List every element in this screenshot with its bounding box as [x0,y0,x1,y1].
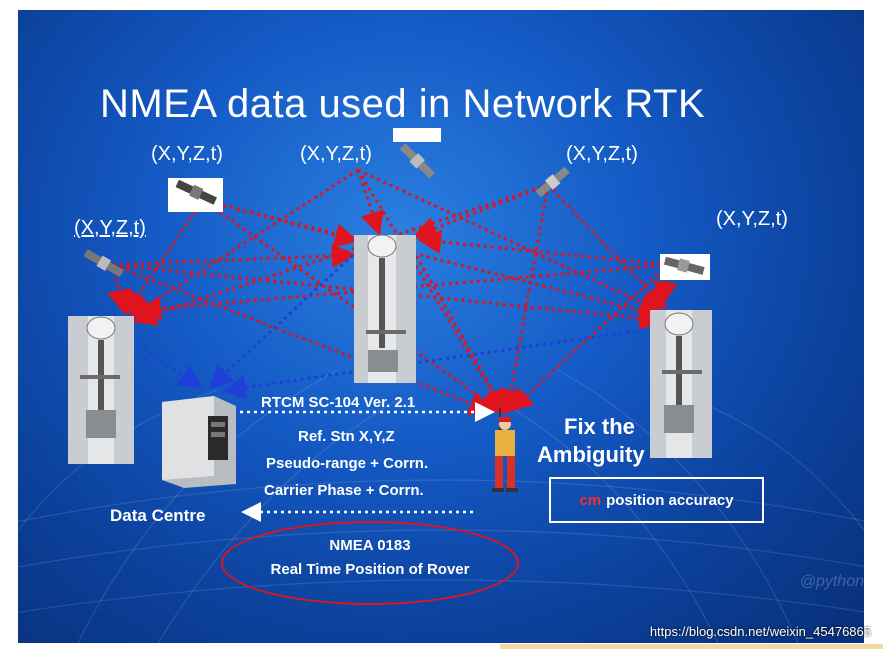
satellite-icon [83,249,124,278]
bottom-strip [500,644,883,649]
satellite-icon [535,166,570,198]
ref-station-label: Ref. Stn X,Y,Z [298,428,395,445]
computer-tower-icon [162,396,236,488]
satellite-icon [168,178,223,212]
network-diagram [68,128,712,522]
satellite-coord-label: (X,Y,Z,t) [74,217,146,239]
accuracy-text: position accuracy [606,491,734,509]
accuracy-cm: cm [579,491,602,509]
carrier-phase-label: Carrier Phase + Corrn. [264,482,424,499]
nmea-block: NMEA 0183 Real Time Position of Rover [221,534,519,582]
watermark-handle: @python [799,573,864,590]
satellite-coord-label: (X,Y,Z,t) [151,143,223,165]
slide: NMEA data used in Network RTK (X,Y,Z,t) … [18,10,864,643]
station-data-links [137,253,644,400]
gnss-reference-station [354,234,416,383]
nmea-ellipse [221,521,519,605]
fix-ambiguity-line2: Ambiguity [537,442,645,467]
satellite-icon [660,254,710,280]
gnss-reference-station [68,316,134,464]
satellite-coord-label: (X,Y,Z,t) [300,143,372,165]
gnss-reference-station [650,310,712,458]
rover-position-label: Real Time Position of Rover [270,561,470,578]
rtcm-label: RTCM SC-104 Ver. 2.1 [261,394,416,411]
fix-ambiguity-line1: Fix the [564,414,635,439]
accuracy-box: cm position accuracy [549,477,764,523]
message-links [240,402,495,522]
watermark-url: https://blog.csdn.net/weixin_45476865 [649,624,871,639]
satellite-icon [393,128,441,179]
surveyor-rover-icon [492,408,518,492]
satellite-coord-label: (X,Y,Z,t) [566,143,638,165]
satellite-coord-label: (X,Y,Z,t) [716,208,788,230]
slide-title: NMEA data used in Network RTK [100,82,706,126]
data-centre-label: Data Centre [110,506,206,525]
nmea-label: NMEA 0183 [329,537,411,554]
pseudo-range-label: Pseudo-range + Corrn. [266,455,429,472]
